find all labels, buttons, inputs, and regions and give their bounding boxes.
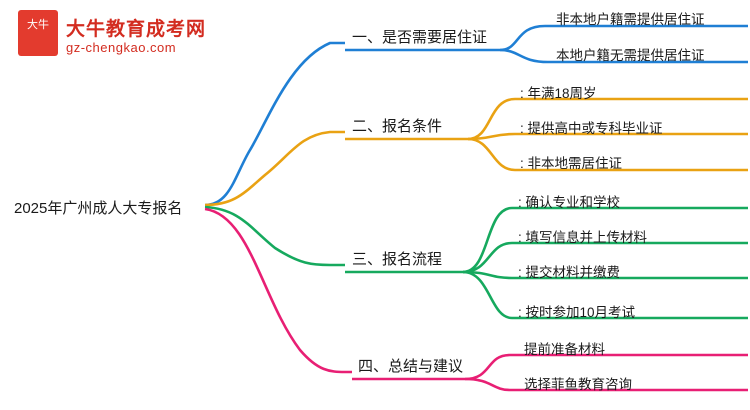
site-logo: 大牛 大牛教育成考网 gz-chengkao.com [18, 10, 233, 62]
logo-title: 大牛教育成考网 [66, 18, 207, 40]
mindmap-leaf-4-1: 提前准备材料 [524, 342, 605, 357]
mindmap-leaf-1-1: 非本地户籍需提供居住证 [556, 12, 705, 27]
logo-mark-icon: 大牛 [18, 10, 58, 56]
mindmap-leaf-3-1: : 确认专业和学校 [518, 195, 621, 210]
logo-subtitle: gz-chengkao.com [66, 40, 177, 55]
mindmap-branch-2: 二、报名条件 [352, 118, 443, 135]
mindmap-leaf-1-2: 本地户籍无需提供居住证 [556, 48, 705, 63]
mindmap-leaf-4-2: 选择菲鱼教育咨询 [524, 377, 632, 392]
mindmap-branch-4: 四、总结与建议 [358, 358, 464, 375]
mindmap-leaf-3-2: : 填写信息并上传材料 [518, 230, 648, 245]
mindmap-leaf-3-4: : 按时参加10月考试 [518, 305, 636, 320]
mindmap-leaf-2-3: : 非本地需居住证 [520, 156, 623, 171]
mindmap-branch-3: 三、报名流程 [352, 251, 443, 268]
mindmap-leaf-3-3: : 提交材料并缴费 [518, 265, 621, 280]
mindmap-root: 2025年广州成人大专报名 [14, 200, 183, 217]
mindmap-leaf-2-2: : 提供高中或专科毕业证 [520, 121, 663, 136]
mindmap-branch-1: 一、是否需要居住证 [352, 29, 488, 46]
mindmap-leaf-2-1: : 年满18周岁 [520, 86, 597, 101]
